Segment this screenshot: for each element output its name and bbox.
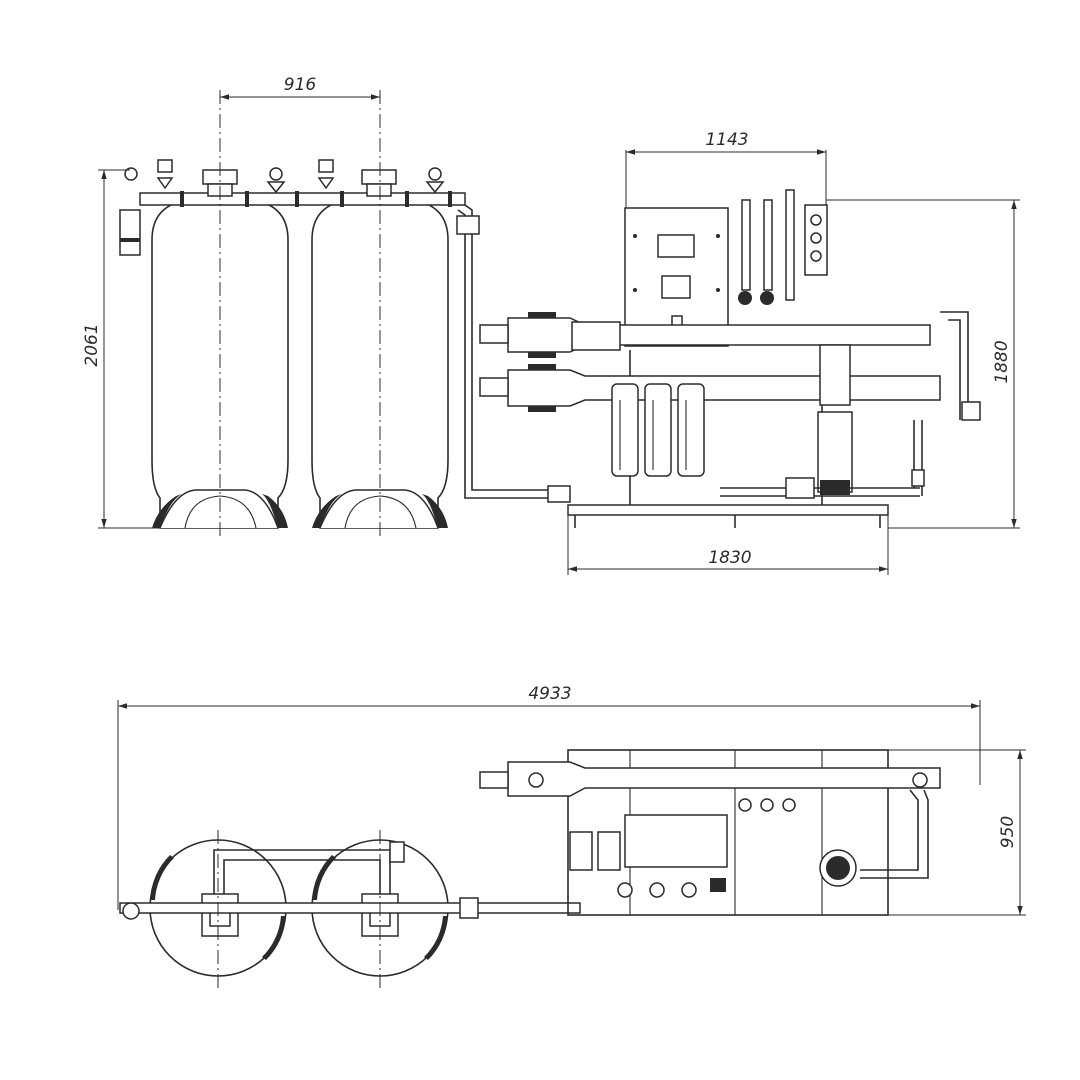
filter-vessel-left bbox=[151, 199, 289, 529]
dimension-frame-length: 1830 bbox=[567, 515, 889, 575]
ro-frame-top bbox=[479, 749, 941, 916]
instrument-panel bbox=[738, 189, 828, 305]
total-length-label: 4933 bbox=[528, 684, 571, 704]
top-view: 4933 950 bbox=[117, 684, 1026, 990]
front-view: 916 1143 2061 1880 1830 bbox=[82, 75, 1020, 575]
unit-width-front-label: 1143 bbox=[705, 130, 748, 150]
unit-height-label: 1880 bbox=[992, 340, 1012, 383]
valve-handles bbox=[124, 159, 445, 194]
dimension-total-depth: 950 bbox=[888, 749, 1026, 916]
control-cabinet bbox=[624, 207, 729, 347]
pipe-fittings bbox=[180, 191, 452, 207]
total-depth-label: 950 bbox=[998, 816, 1018, 848]
dimension-filter-spacing: 916 bbox=[220, 75, 380, 100]
top-manifold bbox=[119, 159, 571, 503]
dimension-total-length: 4933 bbox=[117, 684, 981, 910]
membrane-housings bbox=[479, 311, 981, 421]
filter-height-label: 2061 bbox=[82, 323, 102, 366]
frame-length-label: 1830 bbox=[708, 548, 751, 568]
lower-piping bbox=[720, 420, 925, 499]
dimension-filter-height: 2061 bbox=[82, 169, 160, 529]
filter-spacing-label: 916 bbox=[284, 75, 317, 95]
dimension-unit-height: 1880 bbox=[826, 199, 1020, 529]
high-pressure-pump bbox=[817, 344, 853, 495]
cartridge-filters bbox=[611, 383, 705, 477]
dimension-unit-width-front: 1143 bbox=[625, 130, 827, 208]
top-view-piping bbox=[119, 830, 581, 990]
